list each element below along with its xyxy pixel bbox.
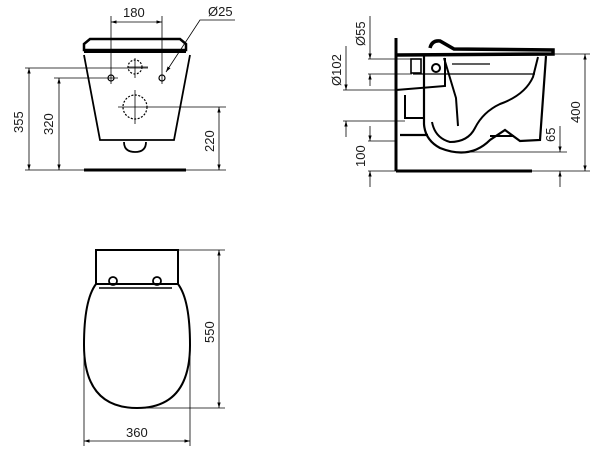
dim-inlet-diameter: Ø55 [353, 21, 368, 46]
cistern-back [95, 249, 179, 285]
hinge-right [152, 276, 162, 286]
dim-trap-height: 65 [543, 128, 558, 142]
dim-outlet-diameter: Ø102 [329, 54, 344, 86]
dim-length: 550 [202, 321, 217, 343]
dim-width: 360 [126, 425, 148, 440]
top-view [82, 249, 225, 446]
dim-floor-to-outlet: 100 [353, 145, 368, 167]
seat-outline [82, 283, 192, 410]
dim-bowl-height: 400 [568, 101, 583, 123]
dim-outlet-height: 220 [202, 130, 217, 152]
seat-lid [82, 37, 188, 52]
hinge-left [108, 276, 118, 286]
side-bowl [422, 55, 548, 154]
dim-fixing-height: 320 [41, 113, 56, 135]
dim-upper-height: 355 [11, 111, 26, 133]
front-view [25, 16, 235, 172]
dim-hole-spacing: 180 [123, 5, 145, 20]
dim-fixing-hole-diameter: Ø25 [208, 4, 233, 19]
bowl-body [83, 54, 191, 141]
side-view [343, 16, 590, 187]
side-lid [395, 39, 555, 57]
